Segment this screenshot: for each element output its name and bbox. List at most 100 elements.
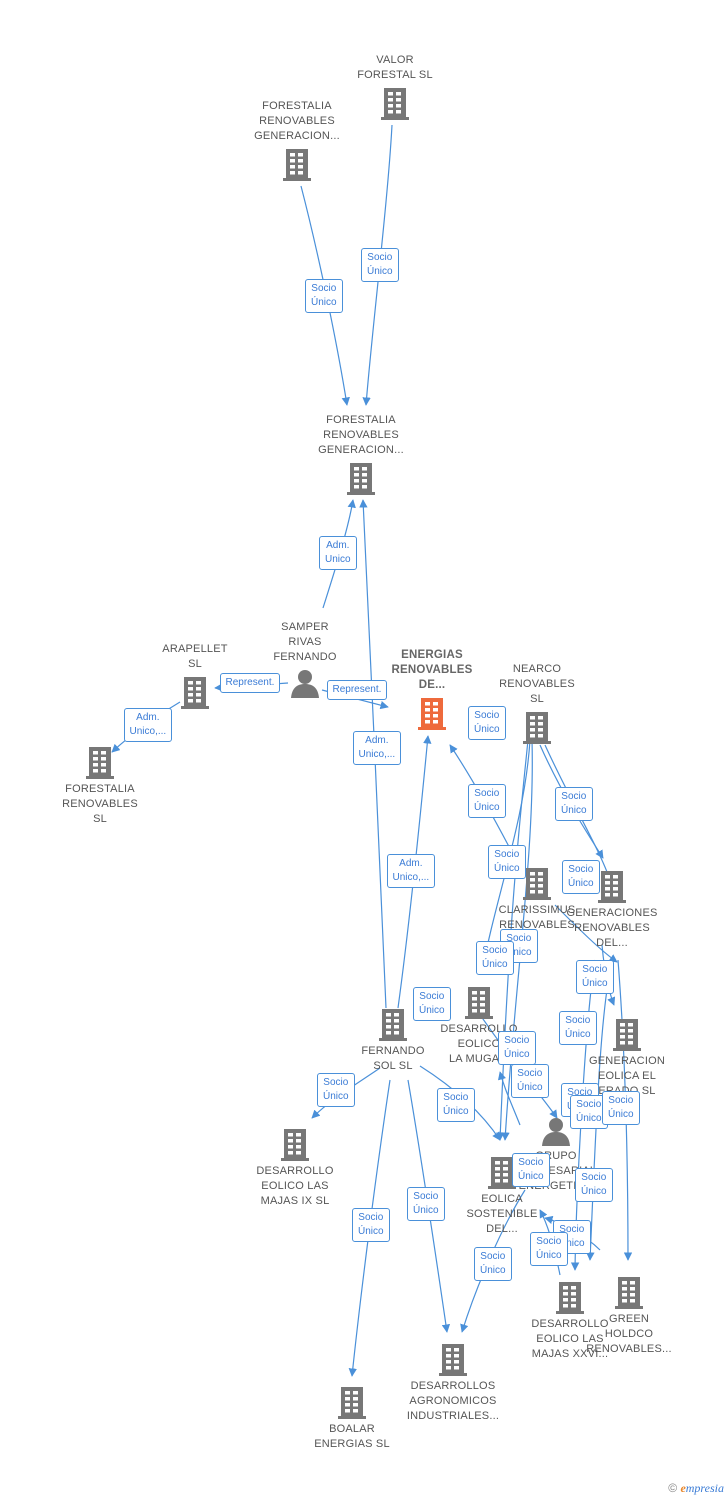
node-energias[interactable]: ENERGIAS RENOVABLES DE... <box>362 648 502 733</box>
relation-text: Único <box>311 297 337 308</box>
relation-text: Socio <box>568 864 594 875</box>
relation-label-r8[interactable]: Adm.Unico,... <box>386 854 436 888</box>
relation-label-r6[interactable]: Adm.Unico,... <box>123 708 173 742</box>
node-label-line: EOLICA EL <box>597 1070 657 1082</box>
relation-text: Único <box>518 1171 544 1182</box>
node-label-line: EOLICO LAS <box>536 1333 604 1345</box>
relation-text: Represent. <box>332 684 382 695</box>
node-label-line: EOLICA <box>481 1193 523 1205</box>
relation-text: Único <box>419 1005 445 1016</box>
building-icon <box>225 1127 365 1161</box>
node-label-line: RENOVABLES <box>391 664 473 676</box>
relation-text: Socio <box>576 1099 602 1110</box>
relation-text: Socio <box>581 1172 607 1183</box>
building-icon <box>362 696 502 730</box>
person-icon <box>235 668 375 698</box>
node-label-line: AGRONOMICOS <box>409 1395 497 1407</box>
relation-text: Único <box>504 1049 530 1060</box>
relation-text: Único <box>482 959 508 970</box>
node-label-line: DEL... <box>486 1223 518 1235</box>
relation-text: Único <box>561 805 587 816</box>
node-samper[interactable]: SamperRivasFernando <box>235 620 375 701</box>
node-label: SamperRivasFernando <box>235 620 375 665</box>
node-label-line: ENERGIAS <box>401 649 463 661</box>
relation-label-r3[interactable]: Adm.Unico <box>319 536 357 570</box>
relation-text: Único <box>559 1238 585 1249</box>
building-icon <box>559 1275 699 1309</box>
node-label-line: DE... <box>418 679 446 691</box>
node-label-line: EOLICO <box>457 1038 501 1050</box>
node-eolica_sostenible[interactable]: EOLICA SOSTENIBLE DEL... <box>432 1152 572 1237</box>
node-label-line: SOSTENIBLE <box>466 1208 538 1220</box>
relation-text: Único <box>565 1029 591 1040</box>
relation-text: Socio <box>582 964 608 975</box>
relation-label-r4[interactable]: Represent. <box>219 673 281 693</box>
node-label-line: INDUSTRIALES... <box>406 1410 500 1422</box>
building-icon <box>432 1155 572 1189</box>
building-icon <box>325 86 465 120</box>
node-label-line: RENOVABLES... <box>586 1343 672 1355</box>
relation-text: Único <box>413 1205 439 1216</box>
building-icon <box>467 710 607 744</box>
relation-label-r5[interactable]: Represent. <box>326 680 388 700</box>
relation-text: Socio <box>536 1236 562 1247</box>
relation-text: Único <box>474 802 500 813</box>
edge-15 <box>554 904 618 963</box>
building-icon <box>409 985 549 1019</box>
node-label-line: MAJAS XXVI... <box>531 1348 609 1360</box>
node-label-line: ARAPELLET <box>162 643 228 655</box>
node-label-line: GENERACIONES <box>566 907 658 919</box>
relation-text: Socio <box>367 252 393 263</box>
relation-text: Socio <box>474 788 500 799</box>
node-label-line: DEL... <box>596 937 628 949</box>
relation-label-r7[interactable]: Adm.Unico,... <box>352 731 402 765</box>
